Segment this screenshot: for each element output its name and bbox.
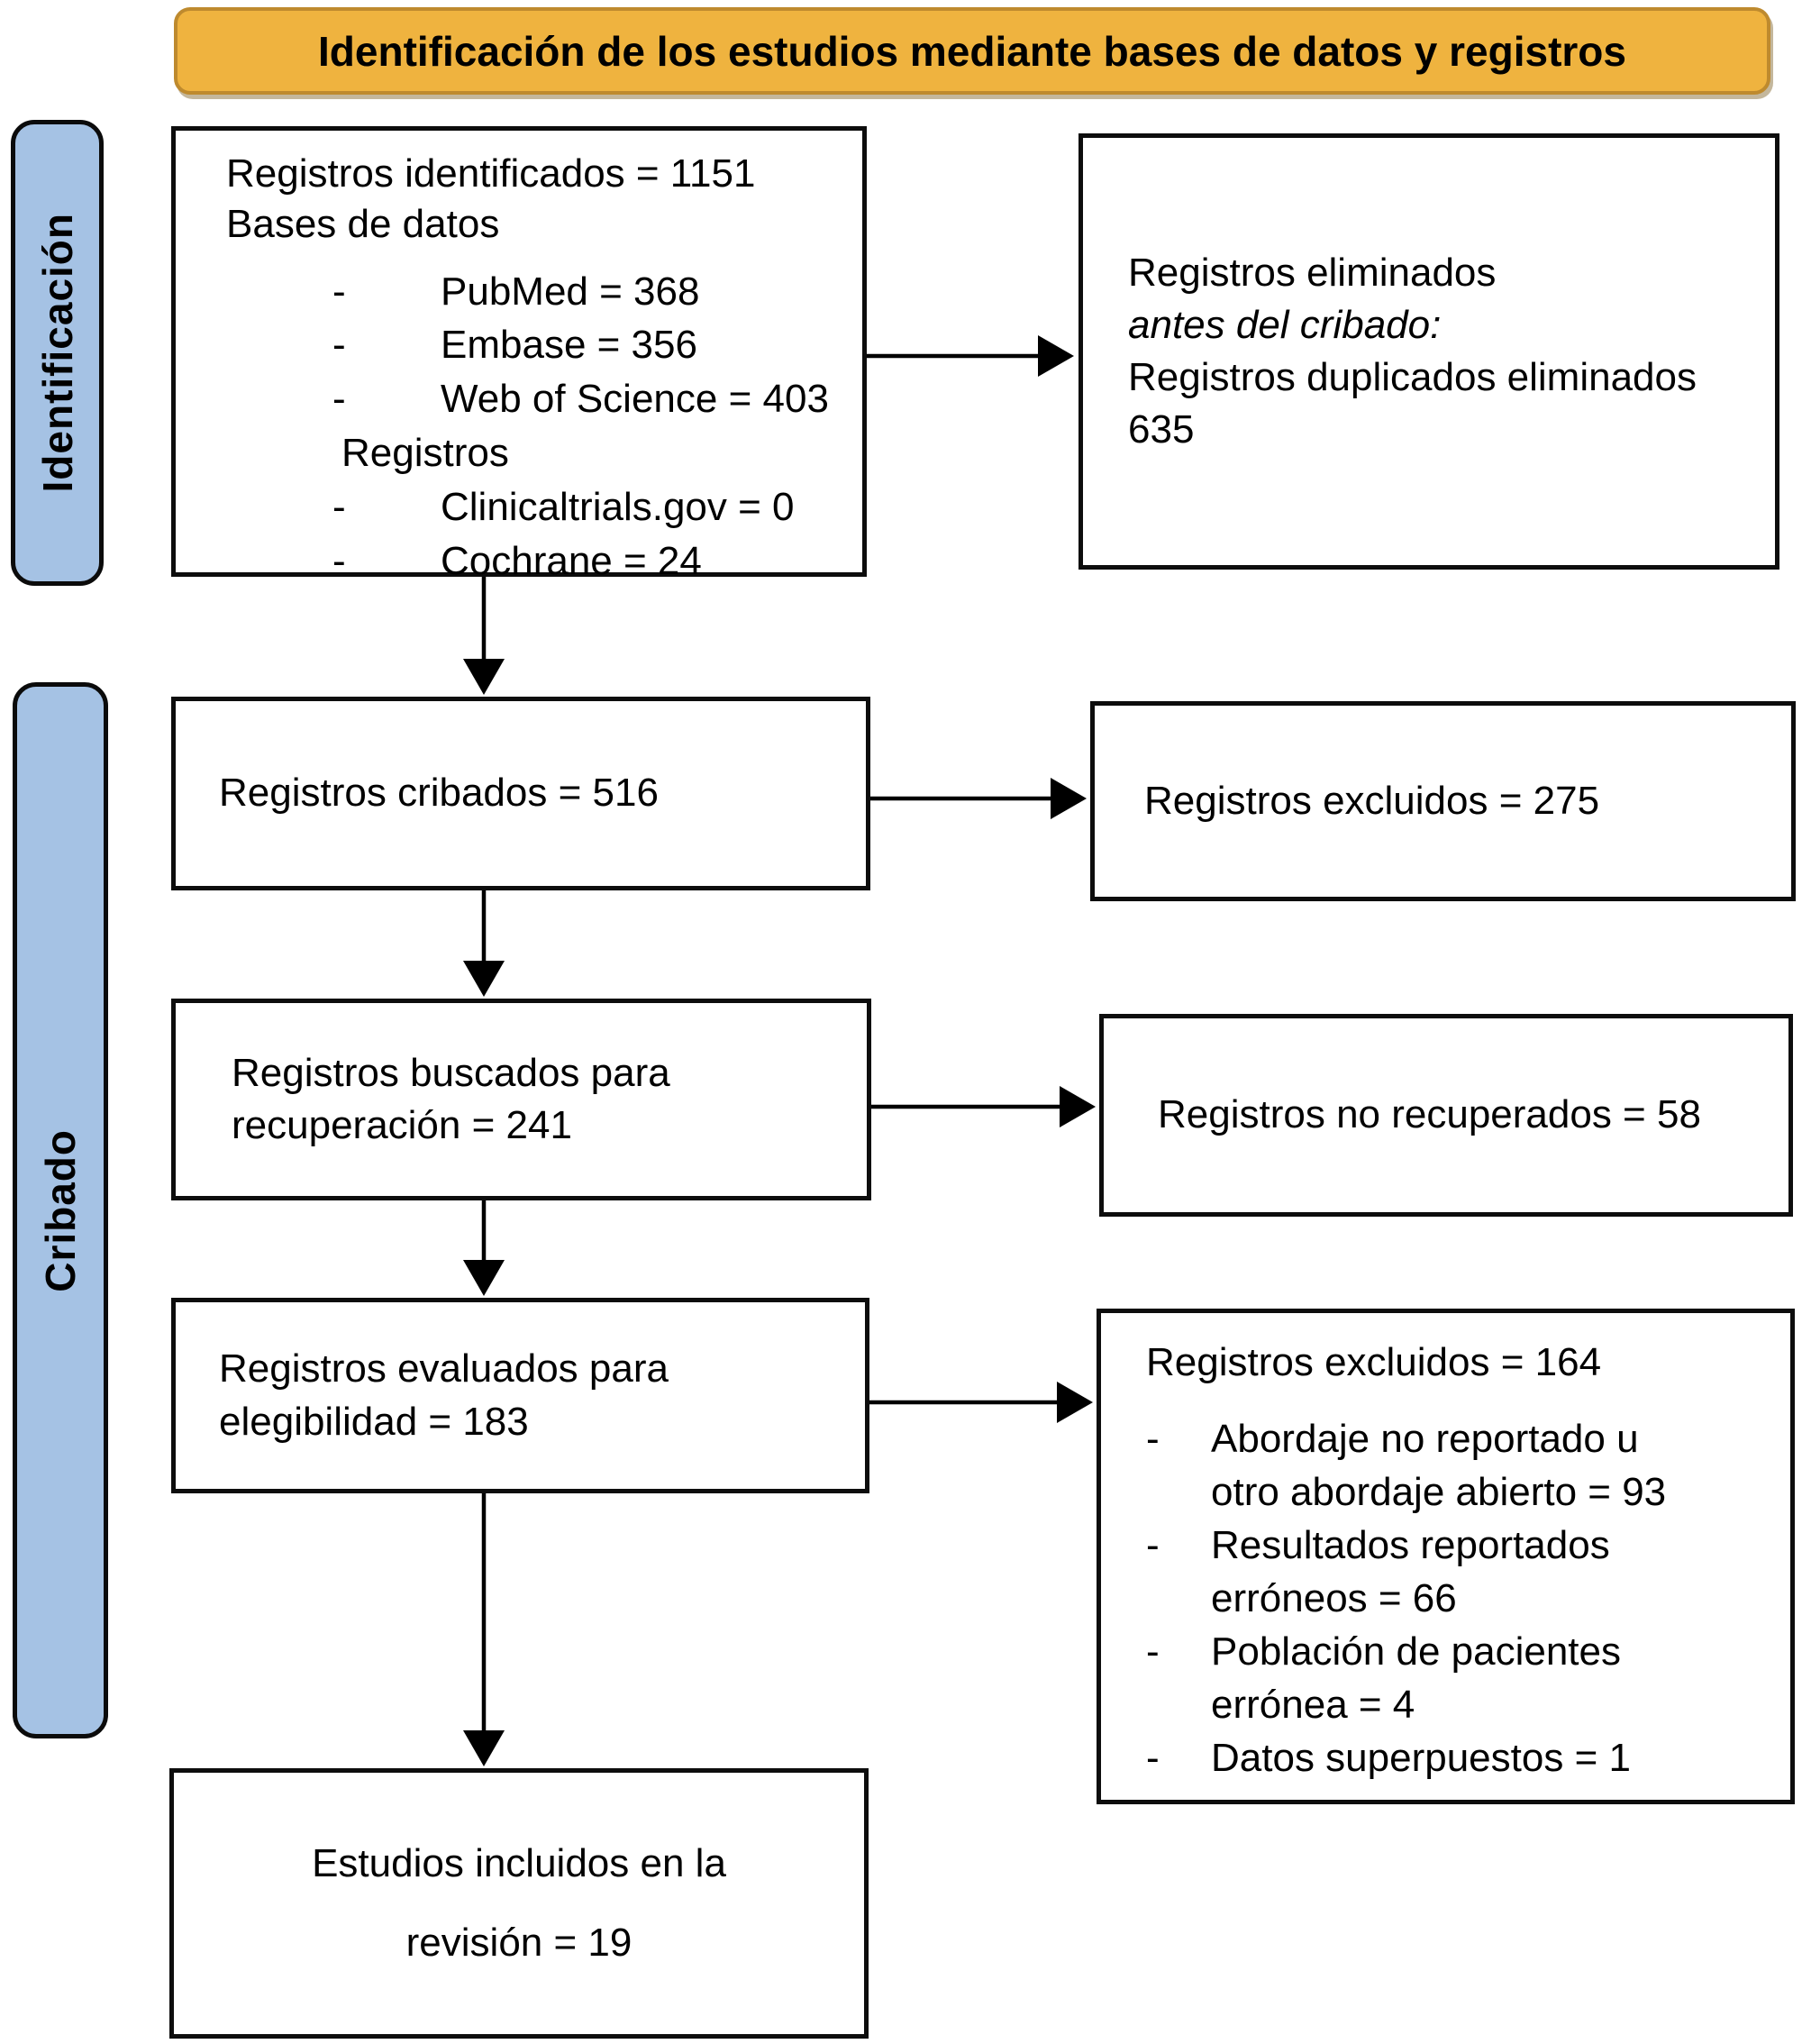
box-records-sought: Registros buscados para recuperación = 2… bbox=[171, 999, 871, 1200]
records-excluded-text: Registros excluidos = 275 bbox=[1144, 778, 1600, 823]
reason-overlapping-data: Datos superpuestos = 1 bbox=[1211, 1735, 1631, 1780]
records-assessed-line1: Registros evaluados para bbox=[219, 1346, 669, 1392]
box-studies-included: Estudios incluidos en la revisión = 19 bbox=[169, 1768, 869, 2039]
arrow-assessed-to-excluded2 bbox=[869, 1382, 1093, 1423]
db-pubmed-count: PubMed = 368 bbox=[441, 269, 700, 314]
arrow-identified-to-removed bbox=[867, 335, 1074, 377]
reason-population-line2: errónea = 4 bbox=[1211, 1682, 1415, 1727]
box-records-not-retrieved: Registros no recuperados = 58 bbox=[1099, 1014, 1793, 1217]
records-identified-total: Registros identificados = 1151 bbox=[226, 151, 756, 196]
box-records-assessed: Registros evaluados para elegibilidad = … bbox=[171, 1298, 869, 1493]
arrow-screened-to-excluded bbox=[870, 778, 1087, 819]
records-sought-line1: Registros buscados para bbox=[232, 1050, 670, 1095]
removed-line1: Registros eliminados bbox=[1128, 250, 1497, 295]
banner-title: Identificación de los estudios mediante … bbox=[174, 7, 1770, 95]
dash-bullet: - bbox=[1146, 1735, 1160, 1780]
removed-line2-italic: antes del cribado: bbox=[1128, 302, 1442, 347]
box-records-excluded-eligibility: Registros excluidos = 164 - Abordaje no … bbox=[1097, 1309, 1795, 1804]
list-item: - Cochrane = 24 bbox=[226, 534, 844, 589]
dash-bullet: - bbox=[1146, 1629, 1160, 1674]
arrow-sought-to-notretrieved bbox=[871, 1086, 1096, 1127]
removed-line3: Registros duplicados eliminados bbox=[1128, 355, 1697, 399]
box-records-screened: Registros cribados = 516 bbox=[171, 697, 870, 890]
dash-bullet: - bbox=[332, 323, 346, 368]
dash-bullet: - bbox=[1146, 1417, 1160, 1462]
reason-outcomes-line1: Resultados reportados bbox=[1211, 1523, 1610, 1568]
arrow-screened-to-sought bbox=[463, 890, 505, 997]
reason-population-line1: Población de pacientes bbox=[1211, 1629, 1621, 1674]
stage-label-identification: Identificación bbox=[11, 120, 104, 586]
databases-list: - PubMed = 368 - Embase = 356 - Web of S… bbox=[226, 265, 844, 589]
exclusion-reason: - Población de pacientes errónea = 4 bbox=[1146, 1626, 1769, 1732]
list-item: - Web of Science = 403 bbox=[226, 372, 844, 426]
studies-included-line1: Estudios incluidos en la bbox=[312, 1841, 726, 1885]
list-item: - Clinicaltrials.gov = 0 bbox=[226, 480, 844, 534]
stage-label-identification-text: Identificación bbox=[33, 213, 81, 493]
box-records-identified: Registros identificados = 1151 Bases de … bbox=[171, 126, 867, 583]
reg-cochrane-count: Cochrane = 24 bbox=[441, 538, 702, 583]
stage-label-screening-text: Cribado bbox=[37, 1128, 84, 1292]
excluded-eligibility-title: Registros excluidos = 164 bbox=[1146, 1340, 1602, 1384]
records-assessed-line2: elegibilidad = 183 bbox=[219, 1399, 529, 1444]
exclusion-reason: - Resultados reportados erróneos = 66 bbox=[1146, 1519, 1769, 1626]
records-sought-line2: recuperación = 241 bbox=[232, 1103, 572, 1147]
box-records-removed-before-screening: Registros eliminados antes del cribado: … bbox=[1078, 133, 1779, 570]
db-wos-count: Web of Science = 403 bbox=[441, 377, 829, 422]
arrow-sought-to-assessed bbox=[463, 1200, 505, 1296]
records-not-retrieved-text: Registros no recuperados = 58 bbox=[1158, 1092, 1701, 1137]
arrow-assessed-to-included bbox=[463, 1493, 505, 1766]
arrow-identified-to-screened bbox=[463, 577, 505, 695]
dash-bullet: - bbox=[332, 538, 346, 583]
registries-heading: Registros bbox=[341, 431, 509, 476]
dash-bullet: - bbox=[332, 484, 346, 529]
records-screened-text: Registros cribados = 516 bbox=[219, 771, 659, 816]
reason-approach-line1: Abordaje no reportado u bbox=[1211, 1417, 1639, 1462]
stage-label-screening: Cribado bbox=[13, 682, 108, 1738]
dash-bullet: - bbox=[332, 377, 346, 422]
exclusion-reason: - Abordaje no reportado u otro abordaje … bbox=[1146, 1413, 1769, 1519]
db-embase-count: Embase = 356 bbox=[441, 323, 697, 368]
removed-count: 635 bbox=[1128, 407, 1195, 452]
dash-bullet: - bbox=[332, 269, 346, 314]
databases-heading: Bases de datos bbox=[226, 202, 500, 247]
box-records-excluded: Registros excluidos = 275 bbox=[1090, 701, 1796, 901]
banner-title-text: Identificación de los estudios mediante … bbox=[318, 27, 1626, 75]
exclusion-reason: - Datos superpuestos = 1 bbox=[1146, 1732, 1769, 1785]
reg-clinicaltrials-count: Clinicaltrials.gov = 0 bbox=[441, 484, 795, 529]
list-item: - PubMed = 368 bbox=[226, 265, 844, 319]
dash-bullet: - bbox=[1146, 1523, 1160, 1568]
reason-approach-line2: otro abordaje abierto = 93 bbox=[1211, 1470, 1667, 1515]
list-item: - Embase = 356 bbox=[226, 318, 844, 372]
reason-outcomes-line2: erróneos = 66 bbox=[1211, 1576, 1457, 1621]
studies-included-line2: revisión = 19 bbox=[405, 1921, 633, 1965]
